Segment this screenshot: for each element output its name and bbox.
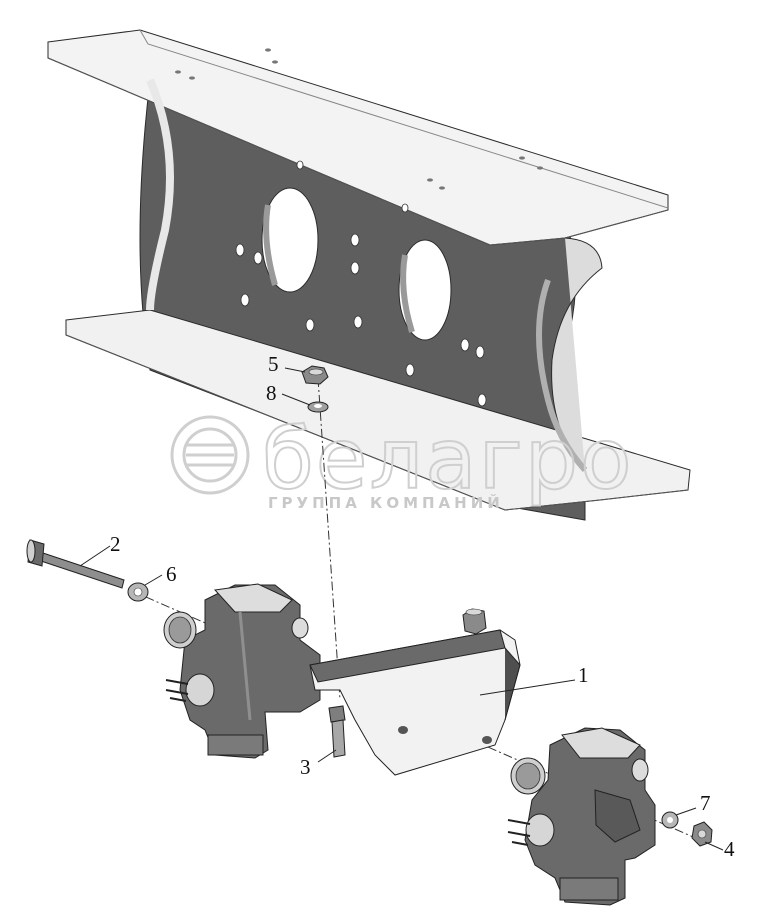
watermark-brand-text: белагро bbox=[262, 410, 634, 508]
watermark-tagline-text: ГРУППА КОМПАНИЙ bbox=[268, 493, 504, 512]
callout-7: 7 bbox=[700, 791, 711, 815]
leader-3 bbox=[317, 749, 337, 763]
callout-5: 5 bbox=[268, 352, 279, 376]
brand-watermark: белагро ГРУППА КОМПАНИЙ bbox=[170, 409, 634, 512]
leader-7 bbox=[675, 807, 697, 816]
washer-part-6 bbox=[127, 582, 149, 602]
flange-bolt-holes bbox=[175, 48, 543, 190]
short-bolt-part-3 bbox=[328, 705, 346, 758]
washer-part-7 bbox=[661, 811, 679, 829]
callout-8: 8 bbox=[266, 381, 277, 405]
callout-labels: 1 2 3 4 5 6 7 8 bbox=[110, 352, 735, 861]
web-opening-left bbox=[261, 187, 319, 293]
callout-2: 2 bbox=[110, 532, 121, 556]
frame-cross-member bbox=[47, 29, 691, 521]
callout-3: 3 bbox=[300, 755, 311, 779]
long-bolt-part-2 bbox=[26, 539, 125, 589]
web-bolt-holes bbox=[235, 160, 487, 407]
nut-part-4 bbox=[691, 821, 713, 847]
washer-part-8 bbox=[307, 401, 329, 413]
callout-1: 1 bbox=[578, 663, 589, 687]
callout-4: 4 bbox=[724, 837, 735, 861]
watermark-logo-icon bbox=[170, 415, 250, 495]
leader-6 bbox=[144, 574, 163, 586]
leader-4 bbox=[704, 841, 724, 851]
leader-5 bbox=[284, 367, 306, 373]
leader-1 bbox=[479, 679, 576, 696]
leader-lines bbox=[79, 367, 724, 851]
valve-right bbox=[507, 727, 656, 906]
leader-8 bbox=[281, 393, 311, 406]
valve-left bbox=[163, 583, 321, 759]
nut-part-5 bbox=[301, 365, 329, 385]
bracket-part-1 bbox=[309, 608, 521, 776]
leader-2 bbox=[79, 545, 111, 567]
web-opening-right bbox=[398, 239, 452, 341]
callout-6: 6 bbox=[166, 562, 177, 586]
